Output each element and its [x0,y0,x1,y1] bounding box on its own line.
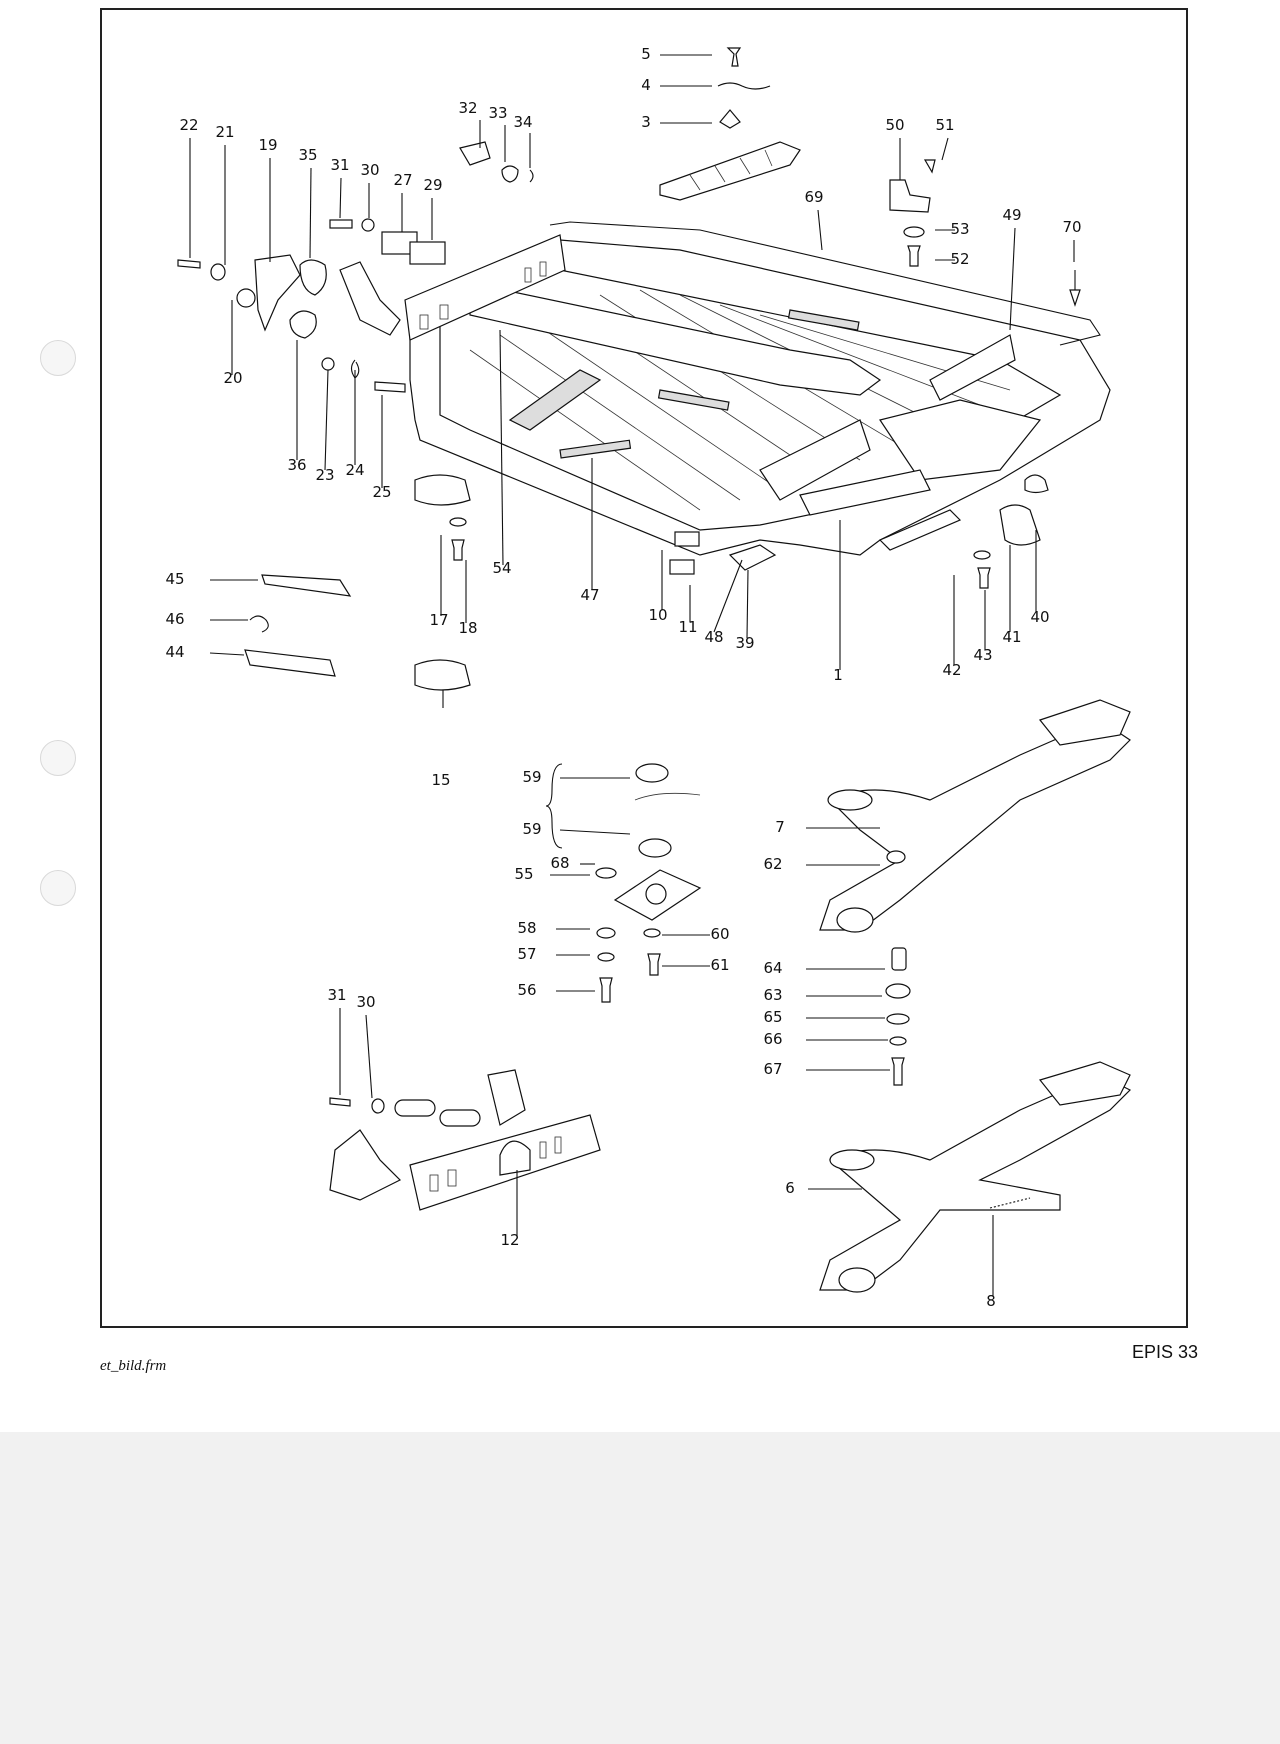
part-callout-42: 42 [942,661,961,679]
part-callout-50: 50 [885,116,904,134]
part-callout-35: 35 [298,146,317,164]
part-callout-31: 31 [327,986,346,1004]
part-callout-11: 11 [678,618,697,636]
part-callout-36: 36 [287,456,306,474]
part-callout-64: 64 [763,959,782,977]
part-callout-49: 49 [1002,206,1021,224]
center-mount-parts [595,763,702,1003]
part-callout-47: 47 [580,586,599,604]
part-callout-30: 30 [356,993,375,1011]
part-callout-1: 1 [833,666,843,684]
part-callout-70: 70 [1062,218,1081,236]
punch-hole [40,340,76,376]
callout-leaders [189,54,1075,1296]
part-callout-10: 10 [648,606,667,624]
punch-hole [40,870,76,906]
part-callout-5: 5 [641,45,651,63]
part-callout-25: 25 [372,483,391,501]
part-callout-30: 30 [360,161,379,179]
part-callout-58: 58 [517,919,536,937]
part-callout-12: 12 [500,1231,519,1249]
part-callout-39: 39 [735,634,754,652]
part-callout-55: 55 [514,865,533,883]
part-callout-43: 43 [973,646,992,664]
floor-pan-assembly [404,234,1111,556]
group-bracket [545,763,563,849]
part-callout-4: 4 [641,76,651,94]
part-callout-60: 60 [710,925,729,943]
part-callout-63: 63 [763,986,782,1004]
part-callout-22: 22 [179,116,198,134]
part-callout-29: 29 [423,176,442,194]
callout-leader-line [713,559,743,633]
tunnel-cover [659,141,801,201]
punch-hole [40,740,76,776]
part-callout-32: 32 [458,99,477,117]
callout-leader-line [309,167,312,259]
part-callout-20: 20 [223,369,242,387]
part-callout-67: 67 [763,1060,782,1078]
part-callout-7: 7 [775,818,785,836]
part-callout-51: 51 [935,116,954,134]
callout-leader-line [499,329,504,566]
callout-leader-line [209,652,245,656]
exploded-parts-diagram: 5433233345051222119353130272969534970522… [165,45,1132,1310]
rubber-mount [414,474,471,506]
part-callout-27: 27 [393,171,412,189]
callout-leader-line [324,369,329,471]
part-callout-62: 62 [763,855,782,873]
part-callout-54: 54 [492,559,511,577]
callout-leader-line [365,1014,373,1099]
part-callout-41: 41 [1002,628,1021,646]
part-callout-15: 15 [431,771,450,789]
front-axle-upper [819,699,1131,933]
callout-leader-line [339,177,342,219]
diagram-frame [100,8,1188,1328]
part-callout-65: 65 [763,1008,782,1026]
part-callout-46: 46 [165,610,184,628]
part-callout-24: 24 [345,461,364,479]
part-callout-33: 33 [488,104,507,122]
part-callout-18: 18 [458,619,477,637]
part-callout-68: 68 [550,854,569,872]
part-callout-61: 61 [710,956,729,974]
sheet-code: EPIS 33 [1132,1342,1199,1362]
side-rail [549,221,1101,346]
part-callout-31: 31 [330,156,349,174]
part-callout-8: 8 [986,1292,996,1310]
part-callout-59: 59 [522,768,541,786]
callout-leader-line [1009,227,1016,331]
part-callout-23: 23 [315,466,334,484]
callout-leader-line [817,209,823,251]
part-callout-40: 40 [1030,608,1049,626]
callout-leader-line [941,137,949,161]
part-callout-34: 34 [513,113,532,131]
part-callout-21: 21 [215,123,234,141]
part-callout-44: 44 [165,643,184,661]
part-callout-3: 3 [641,113,651,131]
rear-crossmember [329,1069,601,1211]
part-callout-56: 56 [517,981,536,999]
part-callout-48: 48 [704,628,723,646]
part-callout-17: 17 [429,611,448,629]
part-callout-52: 52 [950,250,969,268]
callout-leader-line [559,829,631,835]
part-callout-45: 45 [165,570,184,588]
source-filename: et_bild.frm [100,1358,167,1374]
callout-leader-line [746,569,749,639]
rear-mount-parts [177,141,534,393]
front-axle-lower [819,1061,1132,1293]
part-callout-66: 66 [763,1030,782,1048]
part-callout-6: 6 [785,1179,795,1197]
part-callout-69: 69 [804,188,823,206]
part-callout-59: 59 [522,820,541,838]
part-callout-19: 19 [258,136,277,154]
part-callout-57: 57 [517,945,536,963]
part-callout-53: 53 [950,220,969,238]
